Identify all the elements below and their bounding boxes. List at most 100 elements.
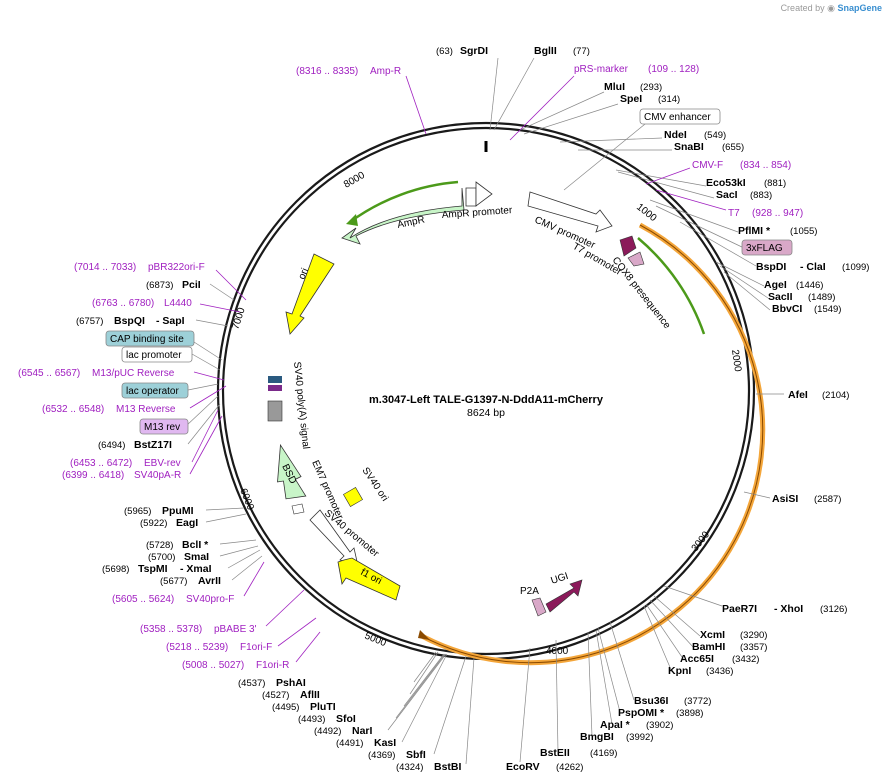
label-cox8: COX8 presequence [610,255,673,331]
ecorv-name: EcoRV [506,761,540,773]
eagi-pos: (5922) [140,518,167,529]
leader-ndei [559,137,663,143]
leader-bamhi [649,599,695,649]
m13-rev-label: M13 rev [144,422,180,433]
lac-promoter-label: lac promoter [126,350,182,361]
label-ampr-promoter: AmpR promoter [441,205,513,221]
lac-box-2 [268,385,282,391]
bsteii-pos: (4169) [590,748,617,759]
paer7i-name: PaeR7I [722,603,757,615]
ppumi-pos: (5965) [124,506,151,517]
primer-line-m13rev [189,385,227,409]
xhoi-name: - XhoI [774,603,803,615]
prs-primer-name: pRS-marker [574,64,629,75]
sacii-pos: (1489) [808,292,835,303]
pshai-name: PshAI [276,677,306,689]
ampr-promoter-box [465,187,477,207]
label-ori: ori [297,267,311,281]
primer-line-sv40pro [243,561,265,597]
snapgene-watermark: Created by ◉ SnapGene [781,3,882,14]
pspomi-pos: (3898) [676,708,703,719]
leader-asisi [743,491,771,499]
bsteii-name: BstEII [540,747,570,759]
primer-line-ebv [191,409,219,463]
sv40pro-primer-name: SV40pro-F [186,594,234,605]
t7-primer-range: (928 .. 947) [752,208,803,219]
apai-name: ApaI * [600,719,631,731]
tick-7000: 7000 [230,306,247,331]
pbabe-primer-name: pBABE 3' [214,624,257,635]
pbr322-primer-range: (7014 .. 7033) [74,262,136,273]
orf-arrowhead [418,630,430,640]
eco53ki-pos: (881) [764,178,786,189]
green-arc-right [637,237,706,335]
bmgbi-name: BmgBI [580,731,614,743]
f1orif-primer-range: (5218 .. 5239) [166,642,228,653]
tspmi-pos: (5698) [102,564,129,575]
f1-ori-arrow [337,557,401,601]
cmv-promoter-arrow [527,191,613,233]
lac-box-1 [268,376,282,383]
tick-1000: 1000 [634,202,659,225]
leader-bstbi [465,657,475,765]
leader-nari [387,653,447,731]
avrii-name: AvrII [198,575,221,587]
lac-operator-label: lac operator [126,386,179,397]
leader-bbvci [723,271,771,311]
leader-aflii [409,651,439,695]
f1orir-primer-range: (5008 .. 5027) [182,660,244,671]
leader-bsu36i [609,621,635,701]
avrii-pos: (5677) [160,576,187,587]
xcmi-pos: (3290) [740,630,767,641]
boxed-labels: CMV enhancer 3xFLAG CAP binding site lac… [105,108,793,435]
cmvf-primer-name: CMV-F [692,160,723,171]
leader-bcli [219,539,257,545]
ebv-primer-range: (6453 .. 6472) [70,458,132,469]
m13puc-primer-range: (6545 .. 6567) [18,368,80,379]
leader-sacii [719,265,769,299]
aflii-pos: (4527) [262,690,289,701]
primer-line-prs [509,75,575,141]
acc65i-name: Acc65I [680,653,714,665]
xmai-name: - XmaI [180,563,212,575]
bamhi-pos: (3357) [740,642,767,653]
leader-bstz17i [187,403,221,445]
kasi-pos: (4491) [336,738,363,749]
label-sv40-polya: SV40 poly(A) signal [291,361,311,449]
leader-bglii [493,57,535,131]
leader-apai [595,629,613,725]
orf-arc-edge [419,224,764,664]
tspmi-name: TspMI [138,563,168,575]
plasmid-size: 8624 bp [467,407,505,419]
leader-agei [715,261,765,287]
p2a-arrow [531,597,547,617]
ampr-promoter-arrow [475,181,493,207]
primer-line-cmvf [645,167,691,185]
bbvci-pos: (1549) [814,304,841,315]
m13rev-primer-range: (6532 .. 6548) [42,404,104,415]
kpni-name: KpnI [668,665,691,677]
orf-arc [418,222,766,666]
sv40pa-primer-range: (6399 .. 6418) [62,470,124,481]
bglii-name: BglII [534,45,557,57]
bspdi-name: BspDI [756,261,786,273]
apai-pos: (3902) [646,720,673,731]
sv40pa-primer-name: SV40pA-R [134,470,181,481]
cmvf-primer-range: (834 .. 854) [740,160,791,171]
leader-m13rev [185,395,219,427]
bsd-arrow [277,443,307,500]
acc65i-pos: (3432) [732,654,759,665]
leader-cmv-enh [563,119,651,191]
sv40-ori-box [343,487,363,507]
pshai-pos: (4537) [238,678,265,689]
afei-pos: (2104) [822,390,849,401]
leader-ppumi [205,507,245,511]
sv40-polya-box [267,400,283,422]
nari-pos: (4492) [314,726,341,737]
left-enzyme-labels: (6873) PciI (6757) BspQI - SapI (6494) B… [76,279,462,773]
flag-label: 3xFLAG [746,243,783,254]
sfoi-name: SfoI [336,713,356,725]
leader-tspmi [227,549,261,569]
leader-pflmi [649,199,739,233]
cox8-arrow [619,235,637,257]
